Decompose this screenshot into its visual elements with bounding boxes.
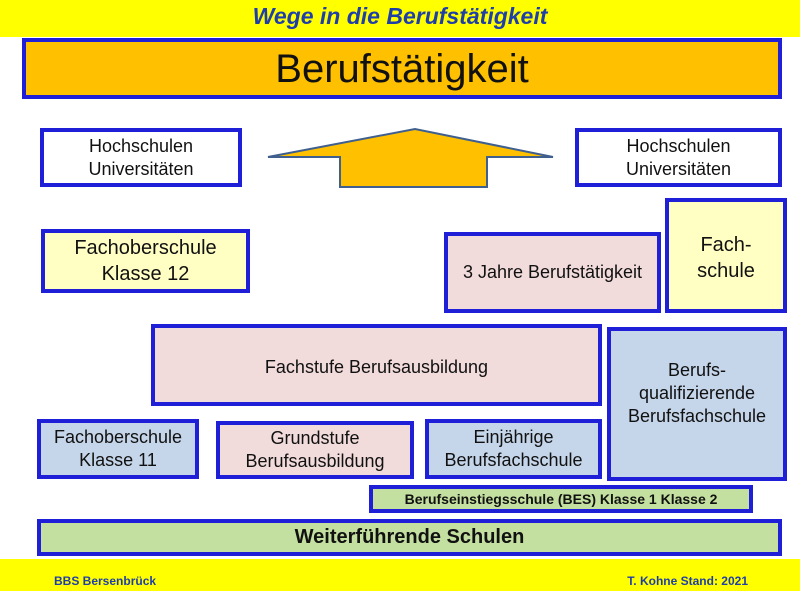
hochschulen-right-box: Hochschulen Universitäten — [575, 128, 782, 187]
footer-school: BBS Bersenbrück — [54, 574, 157, 588]
footer-band — [0, 559, 800, 591]
weiterfuehrende-schulen-box: Weiterführende Schulen — [37, 519, 782, 556]
grundstufe-box: Grundstufe Berufsausbildung — [216, 421, 414, 479]
fos12-box: Fachoberschule Klasse 12 — [41, 229, 250, 293]
einjaehrige-bfs-box: Einjährige Berufsfachschule — [425, 419, 602, 479]
fachschule-box: Fach- schule — [665, 198, 787, 313]
berufsqualifizierende-bfs-box: Berufs- qualifizierende Berufsfachschule — [607, 327, 787, 481]
fachstufe-box: Fachstufe Berufsausbildung — [151, 324, 602, 406]
berufstaetigkeit-box: Berufstätigkeit — [22, 38, 782, 99]
hochschulen-left-box: Hochschulen Universitäten — [40, 128, 242, 187]
bes-box: Berufseinstiegsschule (BES) Klasse 1 Kla… — [369, 485, 753, 513]
drei-jahre-box: 3 Jahre Berufstätigkeit — [444, 232, 661, 313]
up-arrow-icon — [267, 127, 554, 188]
fos11-box: Fachoberschule Klasse 11 — [37, 419, 199, 479]
header-band — [0, 0, 800, 37]
footer-author-date: T. Kohne Stand: 2021 — [627, 574, 748, 588]
slide-title: Wege in die Berufstätigkeit — [252, 3, 548, 29]
